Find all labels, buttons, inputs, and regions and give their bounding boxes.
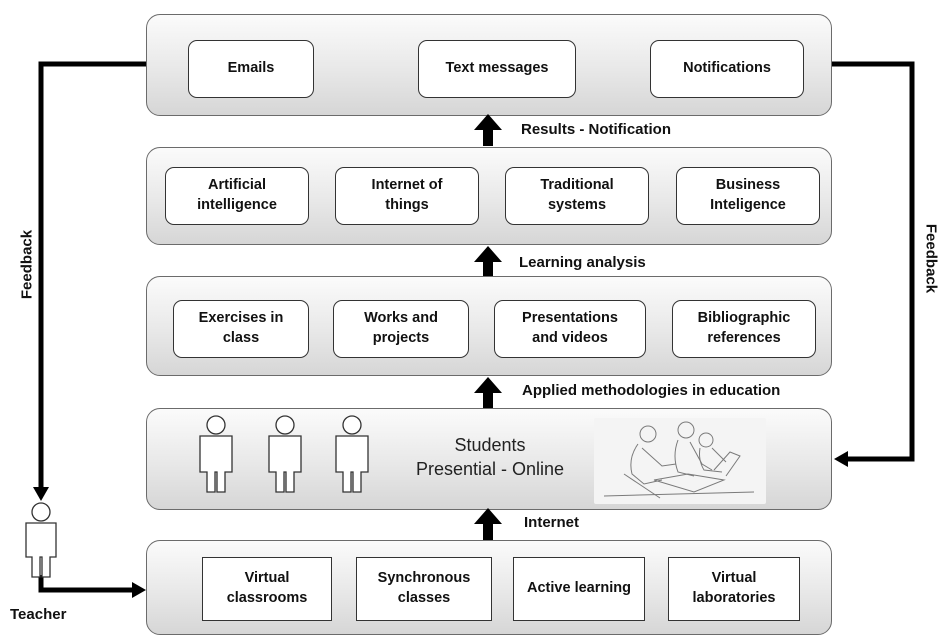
internet-label: Internet: [524, 514, 580, 531]
students-studying-image: [594, 418, 766, 504]
emails-box: Emails: [188, 40, 314, 98]
feedback-right-line: [832, 61, 915, 462]
teacher-person-icon: [25, 502, 57, 578]
business-intelligence-box: Business Inteligence: [676, 167, 820, 225]
bibliographic-references-box: Bibliographic references: [672, 300, 816, 358]
feedback-left-line: [38, 61, 146, 490]
learning-analysis-label: Learning analysis: [519, 254, 646, 271]
up-arrow-internet: [474, 508, 502, 540]
up-arrow-applied: [474, 377, 502, 408]
feedback-right-arrowhead: [834, 451, 848, 467]
students-label: Students Presential - Online: [398, 433, 582, 482]
active-learning-box: Active learning: [513, 557, 645, 621]
works-and-projects-box: Works and projects: [333, 300, 469, 358]
exercises-in-class-box: Exercises in class: [173, 300, 309, 358]
internet-of-things-box: Internet of things: [335, 167, 479, 225]
teacher-arrowhead: [132, 582, 146, 598]
virtual-laboratories-box: Virtual laboratories: [668, 557, 800, 621]
artificial-intelligence-box: Artificial intelligence: [165, 167, 309, 225]
text-messages-box: Text messages: [418, 40, 576, 98]
synchronous-classes-box: Synchronous classes: [356, 557, 492, 621]
virtual-classrooms-box: Virtual classrooms: [202, 557, 332, 621]
student-person-icon-3: [335, 415, 369, 493]
teacher-arrow-line: [38, 575, 134, 593]
up-arrow-results: [474, 114, 502, 146]
results-notification-label: Results - Notification: [521, 121, 672, 138]
presentations-and-videos-box: Presentations and videos: [494, 300, 646, 358]
students-mode: Presential - Online: [415, 459, 565, 480]
notifications-box: Notifications: [650, 40, 804, 98]
students-title: Students: [454, 435, 526, 455]
teacher-label: Teacher: [10, 606, 67, 623]
applied-methodologies-label: Applied methodologies in education: [522, 382, 781, 399]
feedback-left-arrowhead: [33, 487, 49, 501]
student-person-icon-2: [268, 415, 302, 493]
student-person-icon-1: [199, 415, 233, 493]
traditional-systems-box: Traditional systems: [505, 167, 649, 225]
up-arrow-learning: [474, 246, 502, 276]
